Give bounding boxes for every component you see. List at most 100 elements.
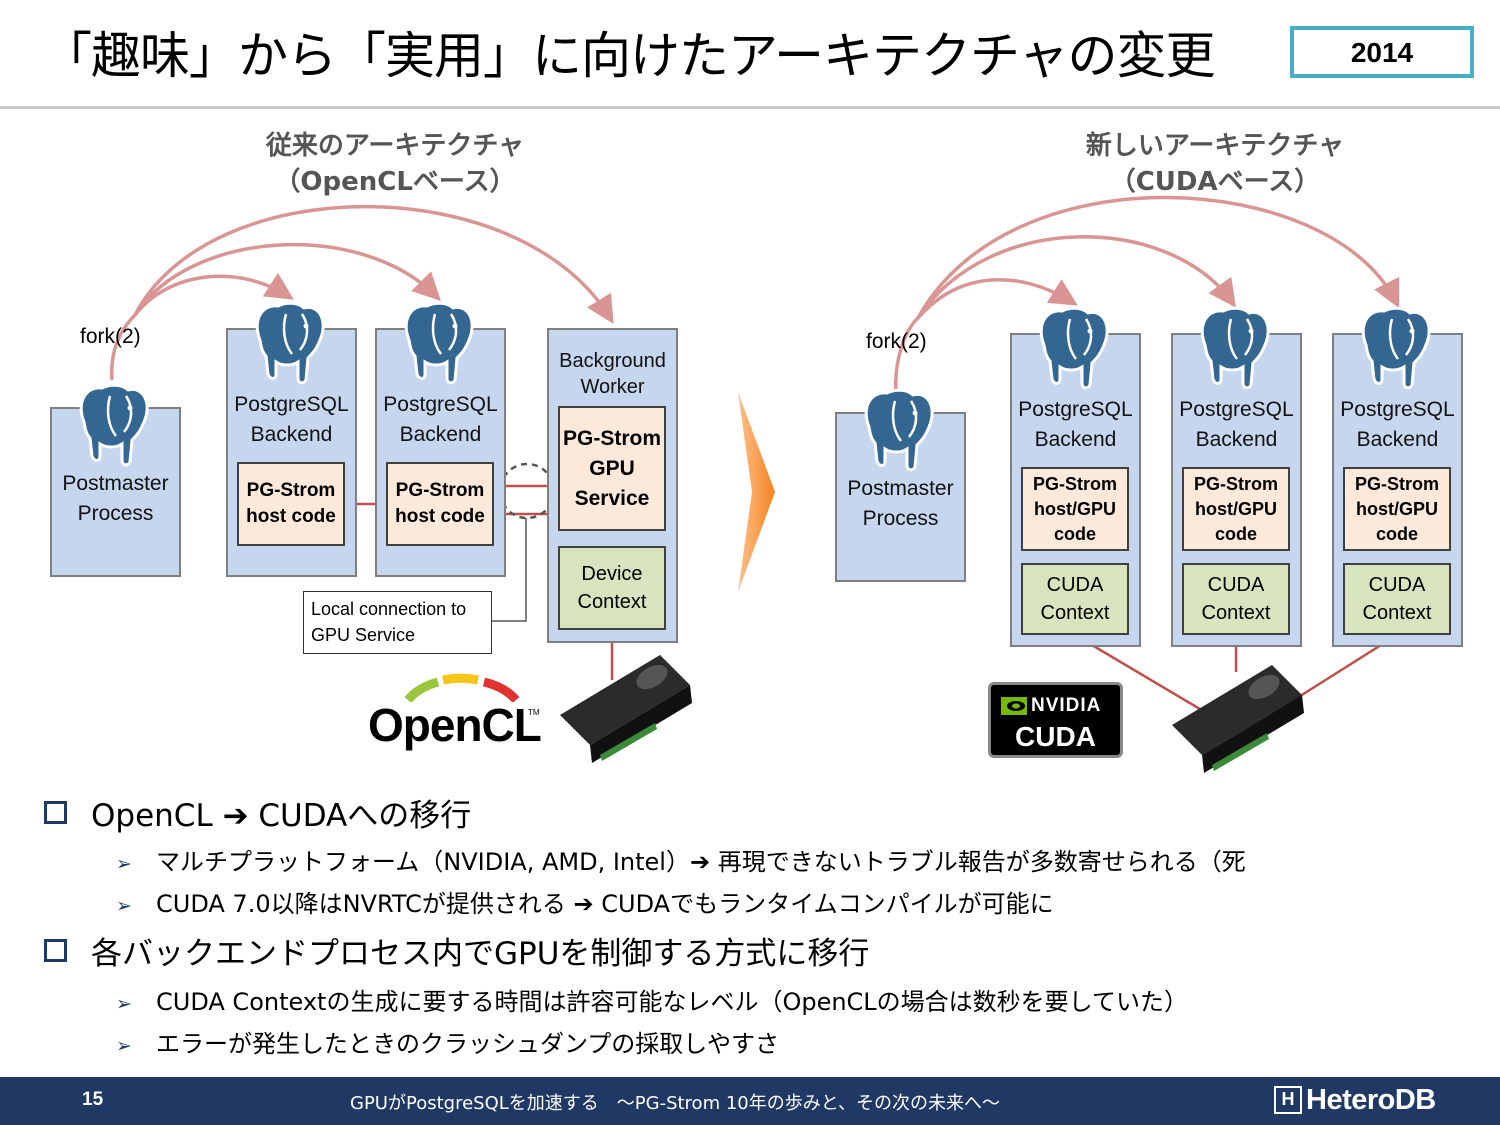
code-label: PG-Strom	[246, 480, 336, 501]
backend-label: PostgreSQL	[234, 393, 349, 416]
pg-strom-gpu-service: PG-Strom GPU Service	[558, 406, 666, 531]
backend-label: Backend	[1356, 428, 1439, 451]
backend-label: PostgreSQL	[1340, 398, 1455, 421]
sub-bullet-text: エラーが発生したときのクラッシュダンプの採取しやすさ	[156, 1030, 780, 1058]
code-label: PG-Strom	[1032, 473, 1117, 494]
sub-bullet-item: ➢ マルチプラットフォーム（NVIDIA, AMD, Intel）➔ 再現できない…	[116, 842, 1246, 877]
legacy-heading-subtitle: （OpenCLベース）	[274, 167, 516, 197]
code-label: PG-Strom	[1193, 473, 1278, 494]
bgworker-label: Worker	[580, 376, 645, 398]
backend-label: Backend	[399, 423, 482, 446]
nvidia-eye-icon	[1001, 697, 1027, 715]
sub-bullet-item: ➢CUDA Contextの生成に要する時間は許容可能なレベル（OpenCLの場…	[116, 982, 1188, 1017]
callout-text: GPU Service	[311, 625, 416, 645]
postgresql-elephant-icon	[1352, 305, 1434, 395]
service-label: PG-Strom	[562, 426, 661, 450]
bullet-item: 各バックエンドプロセス内でGPUを制御する方式に移行	[44, 928, 869, 973]
opencl-trademark: TM	[528, 708, 540, 717]
code-label: host/GPU	[1355, 498, 1438, 519]
postgresql-elephant-icon	[246, 300, 328, 390]
heterodb-brand-text: HeteroDB	[1306, 1083, 1436, 1116]
connection-highlight	[498, 462, 556, 520]
cuda-context: CUDA Context	[1343, 563, 1451, 635]
sub-bullet-item: ➢ エラーが発生したときのクラッシュダンプの採取しやすさ	[116, 1024, 779, 1059]
legacy-heading: 従来のアーキテクチャ （OpenCLベース）	[190, 128, 600, 200]
arrow-bullet-icon: ➢	[116, 853, 132, 875]
code-label: PG-Strom	[1354, 473, 1439, 494]
transition-arrow	[738, 392, 775, 592]
context-label: Context	[1362, 602, 1432, 624]
arrow-bullet-icon: ➢	[116, 895, 132, 917]
postgresql-elephant-icon	[1030, 305, 1112, 395]
legacy-fork-arrows	[110, 204, 614, 381]
year-badge: 2014	[1290, 26, 1474, 78]
context-label: Context	[1040, 602, 1110, 624]
code-label: host/GPU	[1194, 498, 1277, 519]
callout-leader	[492, 518, 527, 622]
slide-title: 「趣味」から「実用」に向けたアーキテクチャの変更	[42, 27, 1215, 85]
page-number: 15	[82, 1089, 104, 1110]
gpu-card-icon	[560, 655, 692, 763]
footer-caption: GPUがPostgreSQLを加速する ～PG-Strom 10年の歩みと、その…	[350, 1093, 1001, 1114]
backend-label: Backend	[1034, 428, 1117, 451]
context-label: Context	[1201, 602, 1271, 624]
bullet-text: OpenCL ➔ CUDAへの移行	[91, 798, 472, 834]
context-label: Device	[581, 563, 643, 585]
bgworker-label: Background	[559, 350, 666, 372]
nvidia-brand-text: NVIDIA	[1031, 695, 1102, 716]
cuda-context: CUDA Context	[1182, 563, 1290, 635]
new-heading-title: 新しいアーキテクチャ	[1085, 131, 1345, 161]
new-fork-arrows	[894, 195, 1400, 393]
backend-label: PostgreSQL	[1018, 398, 1133, 421]
callout-text: Local connection to	[311, 599, 467, 619]
arrow-bullet-icon: ➢	[116, 1035, 132, 1057]
bullet-item: OpenCL ➔ CUDAへの移行	[44, 790, 471, 835]
backend-label: PostgreSQL	[1179, 398, 1294, 421]
sub-bullet-text: マルチプラットフォーム（NVIDIA, AMD, Intel）➔ 再現できないト…	[156, 848, 1246, 876]
postgresql-elephant-icon	[1191, 305, 1273, 395]
context-label: CUDA	[1207, 574, 1265, 596]
postmaster-label: Postmaster	[847, 477, 954, 500]
local-connection-callout: Local connection to GPU Service	[303, 591, 492, 654]
cuda-logo-text: CUDA	[1015, 721, 1096, 752]
postmaster-label: Process	[862, 507, 939, 530]
sub-bullet-item: ➢ CUDA 7.0以降はNVRTCが提供される ➔ CUDAでもランタイムコンパ…	[116, 884, 1054, 919]
backend-label: Backend	[250, 423, 333, 446]
bullet-text: 各バックエンドプロセス内でGPUを制御する方式に移行	[91, 936, 870, 972]
pg-strom-host-gpu-code: PG-Strom host/GPU code	[1343, 467, 1451, 551]
code-label: host code	[395, 506, 485, 527]
sub-bullet-text: CUDA Contextの生成に要する時間は許容可能なレベル（OpenCLの場合…	[156, 988, 1188, 1016]
fork-label: fork(2)	[80, 325, 141, 348]
opencl-gauge-icon	[404, 673, 520, 702]
opencl-logo-text: OpenCL	[368, 699, 542, 751]
postgresql-elephant-icon	[855, 387, 937, 477]
cuda-context: CUDA Context	[1021, 563, 1129, 635]
footer-bar: 15 GPUがPostgreSQLを加速する ～PG-Strom 10年の歩みと…	[0, 1077, 1500, 1125]
square-bullet-icon	[44, 801, 67, 824]
pg-strom-host-code: PG-Strom host code	[237, 462, 345, 546]
legacy-heading-title: 従来のアーキテクチャ	[265, 131, 525, 161]
nvidia-cuda-logo: NVIDIA CUDA	[988, 682, 1123, 758]
postmaster-label: Postmaster	[62, 472, 169, 495]
fork-label: fork(2)	[866, 330, 927, 353]
service-label: GPU	[589, 456, 635, 480]
postgresql-elephant-icon	[395, 300, 477, 390]
heterodb-mark-icon: H	[1274, 1086, 1302, 1114]
service-label: Service	[574, 486, 650, 510]
context-label: Context	[577, 591, 647, 613]
gpu-card-icon	[1172, 665, 1304, 773]
new-heading: 新しいアーキテクチャ （CUDAベース）	[1010, 128, 1420, 200]
sub-bullet-text: CUDA 7.0以降はNVRTCが提供される ➔ CUDAでもランタイムコンパイ…	[156, 890, 1054, 918]
new-heading-subtitle: （CUDAベース）	[1109, 167, 1321, 197]
code-label: code	[1375, 523, 1418, 544]
postgresql-elephant-icon	[70, 382, 152, 472]
context-label: CUDA	[1046, 574, 1104, 596]
heterodb-logo: H HeteroDB	[1274, 1083, 1436, 1116]
code-label: host code	[246, 506, 336, 527]
context-label: CUDA	[1368, 574, 1426, 596]
opencl-logo: OpenCL TM	[368, 672, 548, 756]
